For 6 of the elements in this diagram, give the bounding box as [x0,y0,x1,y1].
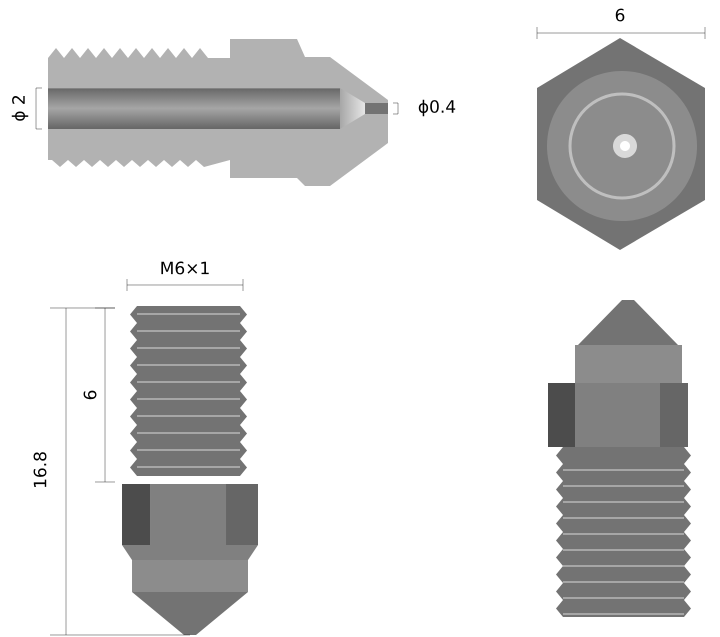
dimension-label: 6 [616,8,624,22]
dimension-label: ϕ 2 [12,96,28,121]
dimension-label: ϕ0.4 [418,100,456,116]
dimension-label: M6×1 [161,262,209,274]
dimension-label: 16.8 [34,452,46,488]
dimension-label: 9 [84,390,96,400]
